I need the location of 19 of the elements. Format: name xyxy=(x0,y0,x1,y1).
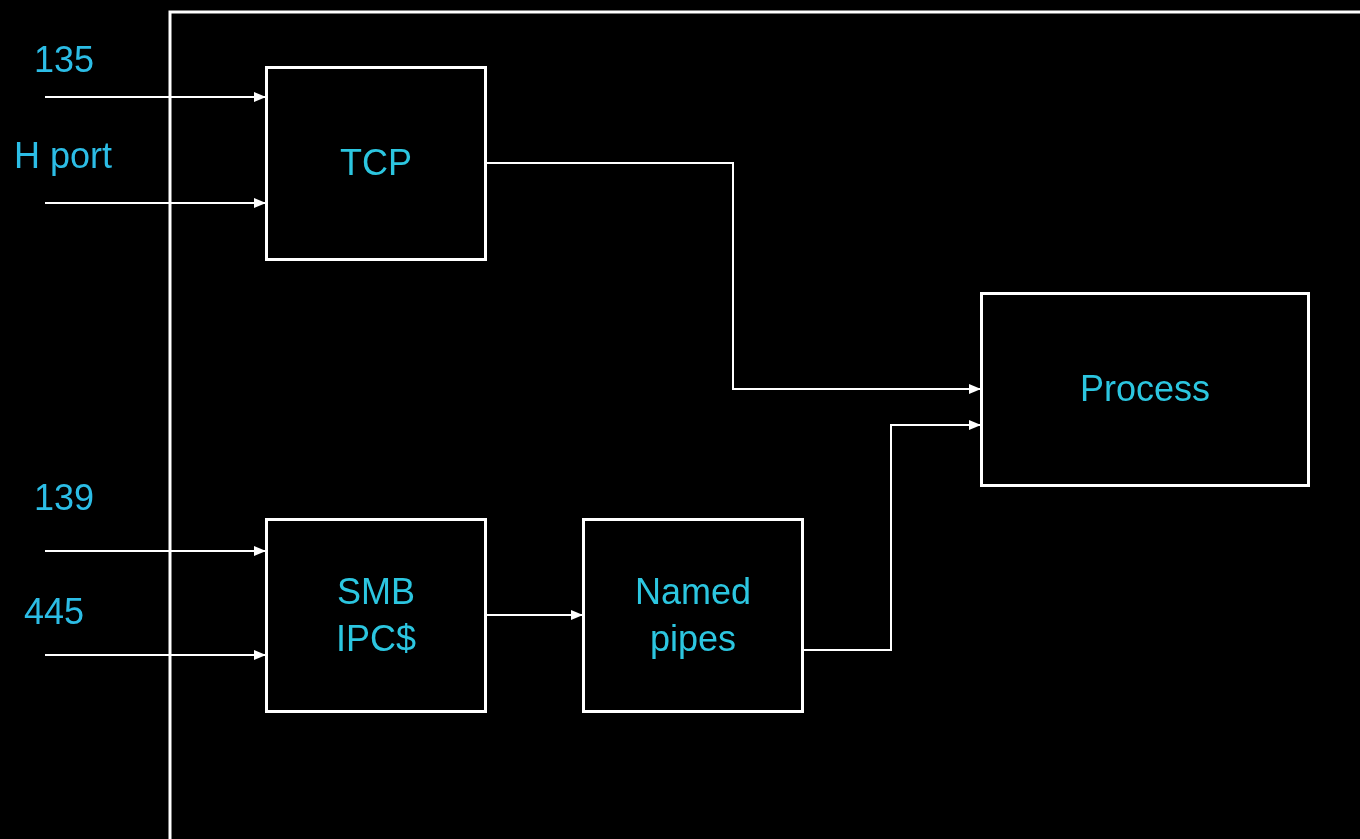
arrow xyxy=(803,420,981,651)
box-label: Named pipes xyxy=(633,569,753,661)
arrow xyxy=(44,92,266,102)
box-label: SMB IPC$ xyxy=(334,569,417,661)
port-label: 445 xyxy=(24,590,85,634)
arrow xyxy=(44,546,266,556)
port-label: 139 xyxy=(34,476,95,520)
box-label: TCP xyxy=(339,141,413,186)
arrow xyxy=(44,198,266,208)
process-box xyxy=(980,292,1310,487)
process-box xyxy=(582,518,804,713)
process-box xyxy=(265,66,487,261)
port-label: 135 xyxy=(34,38,95,82)
arrow xyxy=(486,162,981,394)
arrow xyxy=(44,650,266,660)
arrow xyxy=(486,610,583,620)
process-box xyxy=(265,518,487,713)
box-label: Process xyxy=(1078,367,1211,412)
port-label: H port xyxy=(14,134,113,178)
